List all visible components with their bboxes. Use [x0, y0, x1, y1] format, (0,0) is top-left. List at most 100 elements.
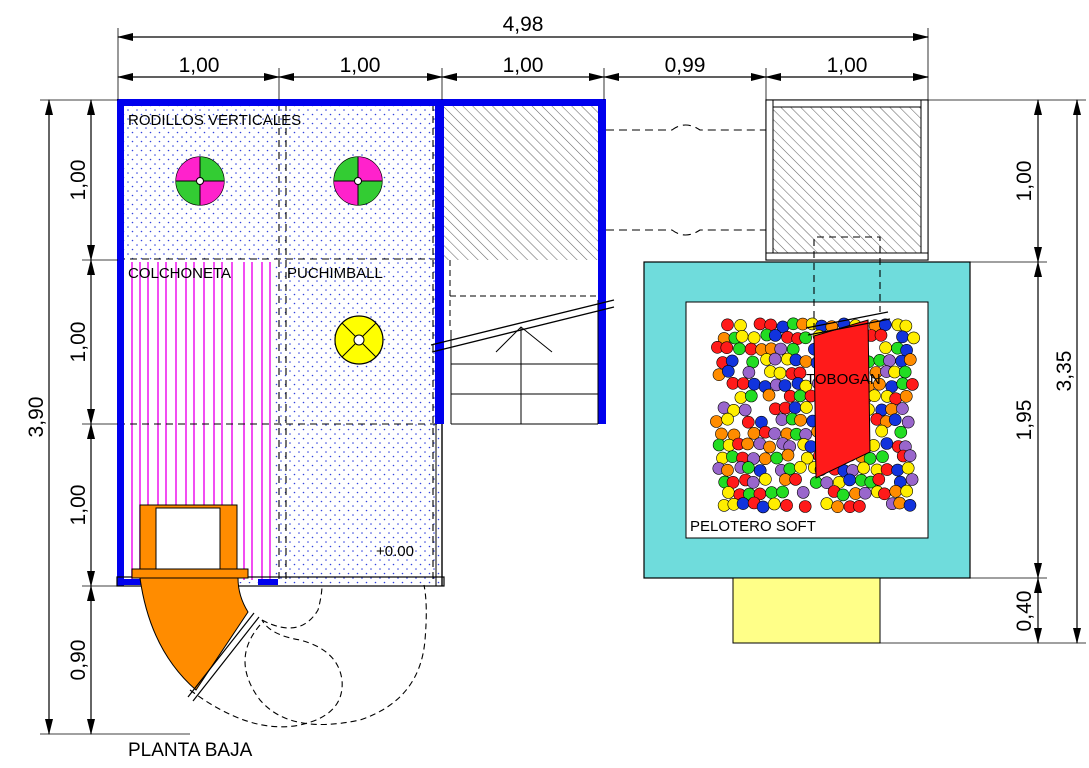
label-ball-pit: PELOTERO SOFT	[690, 518, 816, 535]
ball-icon	[893, 496, 907, 510]
ball-icon	[858, 486, 872, 500]
ball-icon	[744, 342, 758, 356]
ball-icon	[721, 463, 734, 477]
access-path	[189, 584, 427, 728]
ball-icon	[903, 353, 917, 366]
dim-left-4: 0,90	[67, 640, 90, 681]
ball-icon	[883, 354, 896, 367]
ball-icon	[843, 473, 856, 487]
ball-icon	[796, 486, 810, 499]
ball-icon	[793, 366, 807, 380]
ball-icon	[875, 424, 889, 438]
ball-icon	[903, 498, 917, 512]
break-lines	[606, 124, 766, 236]
ball-icon	[788, 401, 802, 415]
ball-icon	[820, 476, 834, 490]
ball-icon	[820, 497, 834, 510]
ball-icon	[898, 365, 912, 379]
ball-icon	[901, 415, 915, 429]
dim-top-total: 4,98	[503, 13, 544, 36]
ball-icon	[872, 473, 886, 486]
ball-icon	[899, 389, 913, 403]
upper-platform	[606, 99, 929, 261]
ball-icon	[767, 497, 781, 511]
label-slide: TOBOGAN	[806, 371, 881, 388]
ball-icon	[742, 461, 755, 474]
ball-icon	[888, 413, 902, 427]
label-punchball: PUCHIMBALL	[287, 265, 383, 282]
dim-left-total: 3,90	[25, 397, 48, 438]
ball-icon	[765, 486, 778, 499]
ball-icon	[873, 377, 886, 391]
drawing-title: PLANTA BAJA	[128, 740, 253, 761]
ball-icon	[747, 426, 761, 440]
ball-icon	[799, 355, 813, 368]
ball-icon	[747, 331, 761, 345]
ball-icon	[734, 319, 747, 332]
ball-icon	[736, 377, 750, 390]
punchball-icon	[334, 315, 384, 365]
ball-icon	[899, 319, 913, 333]
ball-icon	[781, 448, 795, 462]
ball-icon	[776, 485, 789, 499]
ball-icon	[878, 487, 891, 501]
ball-icon	[744, 389, 758, 403]
ball-icon	[907, 331, 921, 345]
ball-icon	[733, 342, 746, 356]
ball-icon	[799, 331, 812, 345]
module-grid-lines	[118, 104, 442, 582]
ball-pit	[643, 236, 971, 644]
ball-icon	[710, 415, 723, 428]
blue-frame	[117, 99, 444, 586]
ball-icon	[874, 328, 888, 342]
slide	[805, 311, 891, 479]
ball-icon	[894, 425, 908, 439]
ball-icon	[778, 379, 792, 392]
ball-icon	[736, 497, 750, 510]
ball-icon	[720, 341, 734, 355]
dim-top-2: 1,00	[340, 54, 381, 77]
dim-top-4: 0,99	[665, 54, 706, 77]
dim-right-1: 1,00	[1013, 161, 1036, 202]
ball-icon	[794, 460, 807, 474]
roller-icon	[175, 156, 225, 206]
roller-icon	[333, 156, 383, 206]
ball-icon	[715, 427, 728, 441]
ball-icon	[762, 388, 776, 402]
ball-icon	[905, 473, 919, 486]
ball-icon	[746, 475, 760, 489]
dim-top-5: 1,00	[827, 54, 868, 77]
main-module	[116, 99, 445, 728]
ball-icon	[734, 391, 748, 404]
ball-icon	[891, 463, 904, 477]
dimension-texts: 4,98 1,00 1,00 1,00 0,99 1,00 3,90 1,00 …	[25, 13, 1076, 680]
ball-icon	[783, 462, 797, 476]
dim-left-3: 1,00	[67, 485, 90, 526]
ball-icon	[794, 413, 807, 427]
dim-right-3: 0,40	[1013, 591, 1036, 632]
ball-icon	[770, 451, 784, 465]
dim-left-2: 1,00	[67, 322, 90, 363]
ball-icon	[759, 472, 772, 486]
ball-icon	[857, 461, 870, 475]
ball-icon	[800, 401, 813, 414]
ball-icon	[742, 366, 756, 379]
ball-icon	[780, 499, 793, 512]
ball-icon	[721, 364, 735, 378]
ball-icon	[896, 330, 909, 344]
ball-icon	[799, 379, 813, 393]
entry-chute	[131, 504, 260, 702]
ball-icon	[741, 437, 754, 451]
ball-icon	[735, 329, 749, 343]
ball-icon	[758, 452, 772, 466]
ball-icon	[774, 342, 788, 356]
ball-icon	[741, 415, 755, 429]
ball-icon	[756, 500, 770, 514]
ball-icon	[880, 437, 894, 450]
dim-left-1: 1,00	[67, 160, 90, 201]
ball-icon	[793, 389, 807, 403]
zone-labels: RODILLOS VERTICALES COLCHONETA PUCHIMBAL…	[128, 112, 881, 761]
ball-icon	[768, 329, 782, 342]
ball-icon	[753, 317, 767, 331]
